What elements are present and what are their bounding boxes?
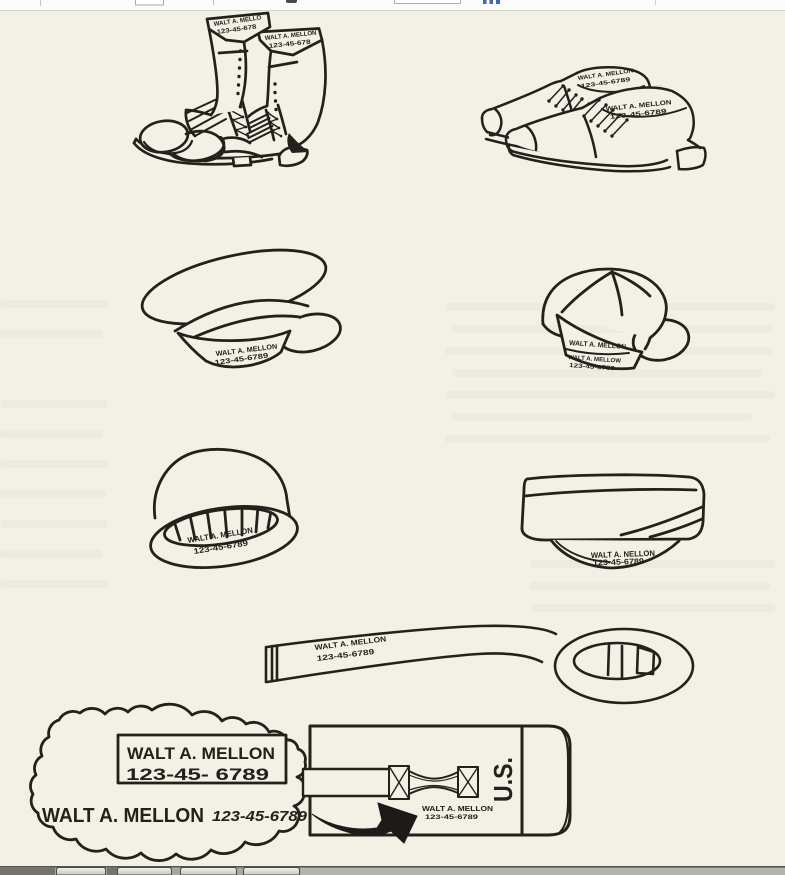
svg-text:123-45-6789: 123-45-6789 [212,808,308,825]
svg-text:WALT A. MELLON: WALT A. MELLON [422,804,493,813]
svg-text:U.S.: U.S. [488,757,518,802]
svg-text:WALT A. MELLON: WALT A. MELLON [127,744,275,763]
svg-text:123-45-6789: 123-45-6789 [593,557,645,568]
svg-text:123-45- 6789: 123-45- 6789 [126,765,269,784]
svg-text:123-45-678: 123-45-678 [268,39,311,50]
svg-text:WALT A. MELLON: WALT A. MELLON [42,805,204,827]
svg-text:WALT A. NELLON: WALT A. NELLON [591,549,655,560]
svg-text:123-45-6789: 123-45-6789 [569,363,616,372]
svg-text:123-45-6789: 123-45-6789 [425,814,479,821]
svg-text:WALT A. MELLON: WALT A. MELLON [569,340,626,351]
svg-text:WALT A. MELLOW: WALT A. MELLOW [568,355,622,365]
